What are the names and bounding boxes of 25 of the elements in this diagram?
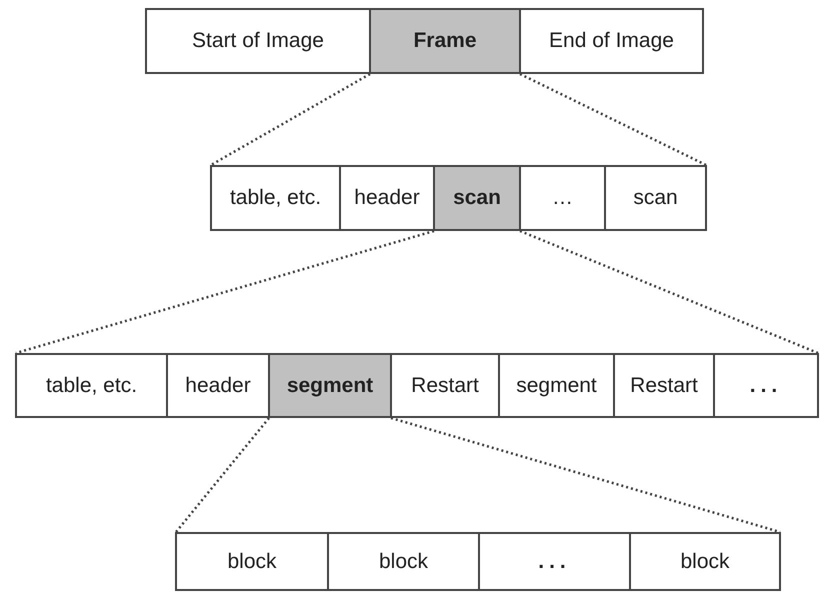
dotted-line	[390, 416, 780, 534]
dotted-line	[210, 72, 371, 166]
dotted-line	[175, 417, 270, 533]
stream-segment: ...	[713, 353, 819, 418]
stream-segment: block	[629, 532, 781, 591]
stream-segment: table, etc.	[210, 165, 341, 231]
stream-segment: scan	[604, 165, 707, 231]
stream-segment: End of Image	[519, 8, 704, 74]
highlighted-segment: scan	[433, 165, 521, 231]
stream-segment: ...	[478, 532, 631, 591]
dotted-line	[520, 230, 818, 354]
stream-segment: block	[175, 532, 329, 591]
dotted-line	[16, 230, 434, 354]
stream-segment: Restart	[390, 353, 500, 418]
stream-segment: header	[166, 353, 270, 418]
stream-segment: table, etc.	[15, 353, 168, 418]
highlighted-segment: segment	[268, 353, 392, 418]
stream-segment: block	[327, 532, 480, 591]
stream-segment: Start of Image	[145, 8, 371, 74]
stream-segment: …	[519, 165, 606, 231]
stream-segment: segment	[498, 353, 615, 418]
stream-segment: Restart	[613, 353, 715, 418]
highlighted-segment: Frame	[369, 8, 521, 74]
stream-segment: header	[339, 165, 435, 231]
dotted-line	[519, 72, 707, 166]
